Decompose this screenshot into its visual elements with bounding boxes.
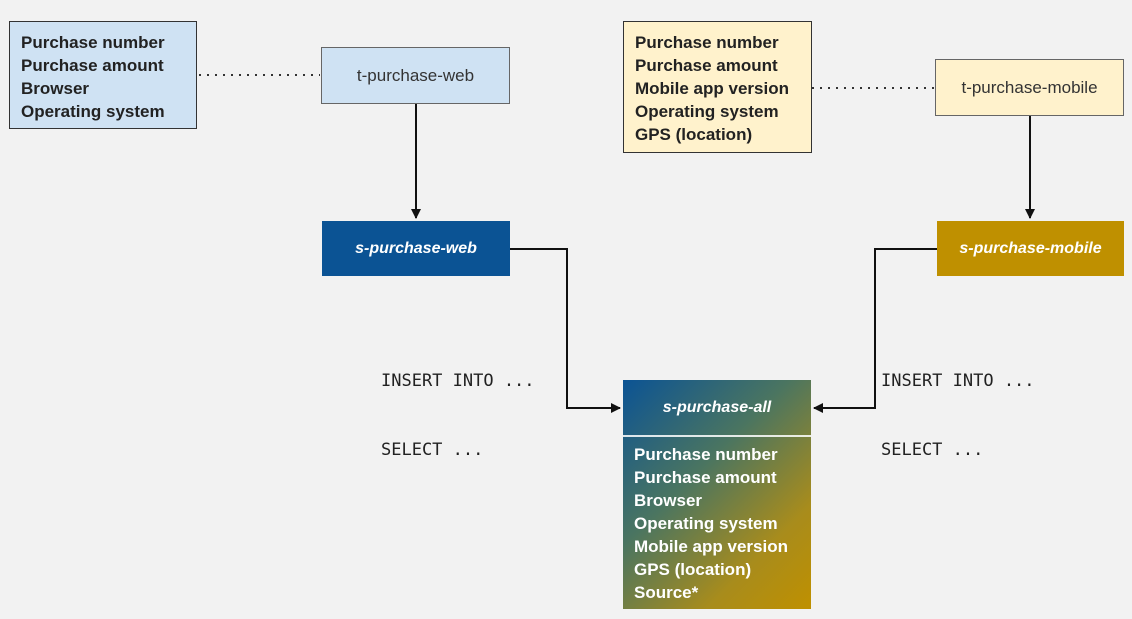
all-field: Operating system (634, 514, 778, 533)
mobile-field: Mobile app version (635, 79, 789, 98)
mobile-query-code: INSERT INTO ... SELECT ... (881, 324, 1035, 485)
all-field: Source* (634, 583, 699, 602)
all-fields-list: Purchase number Purchase amount Browser … (623, 437, 811, 610)
web-stream-to-all-arrow (510, 248, 621, 413)
all-stream-label: s-purchase-all (662, 398, 772, 416)
web-query-line: SELECT ... (381, 440, 484, 460)
all-stream-box[interactable]: s-purchase-all Purchase number Purchase … (623, 380, 811, 609)
mobile-topic-label: t-purchase-mobile (961, 77, 1098, 97)
mobile-field: Purchase amount (635, 56, 778, 75)
all-field: Mobile app version (634, 537, 788, 556)
mobile-query-line: INSERT INTO ... (881, 371, 1035, 391)
mobile-field: Purchase number (635, 33, 779, 52)
web-query-line: INSERT INTO ... (381, 371, 535, 391)
mobile-fields-box: Purchase number Purchase amount Mobile a… (623, 21, 812, 153)
mobile-topic-box[interactable]: t-purchase-mobile (935, 59, 1124, 116)
all-stream-header: s-purchase-all (623, 380, 811, 437)
web-field: Purchase number (21, 33, 165, 52)
mobile-stream-box[interactable]: s-purchase-mobile (937, 221, 1124, 276)
all-field: Browser (634, 491, 703, 510)
web-query-code: INSERT INTO ... SELECT ... (381, 324, 535, 485)
web-field: Browser (21, 79, 90, 98)
mobile-query-line: SELECT ... (881, 440, 984, 460)
web-stream-label: s-purchase-web (355, 239, 477, 257)
mobile-field: Operating system (635, 102, 779, 121)
all-field: Purchase amount (634, 468, 777, 487)
web-topic-box[interactable]: t-purchase-web (321, 47, 510, 104)
web-stream-box[interactable]: s-purchase-web (322, 221, 510, 276)
mobile-stream-label: s-purchase-mobile (959, 239, 1102, 257)
mobile-field: GPS (location) (635, 125, 753, 144)
web-field: Purchase amount (21, 56, 164, 75)
mobile-stream-to-all-arrow (813, 248, 937, 413)
web-fields-box: Purchase number Purchase amount Browser … (9, 21, 197, 129)
web-field: Operating system (21, 102, 165, 121)
all-field: GPS (location) (634, 560, 752, 579)
all-field: Purchase number (634, 445, 778, 464)
web-topic-label: t-purchase-web (356, 65, 475, 85)
